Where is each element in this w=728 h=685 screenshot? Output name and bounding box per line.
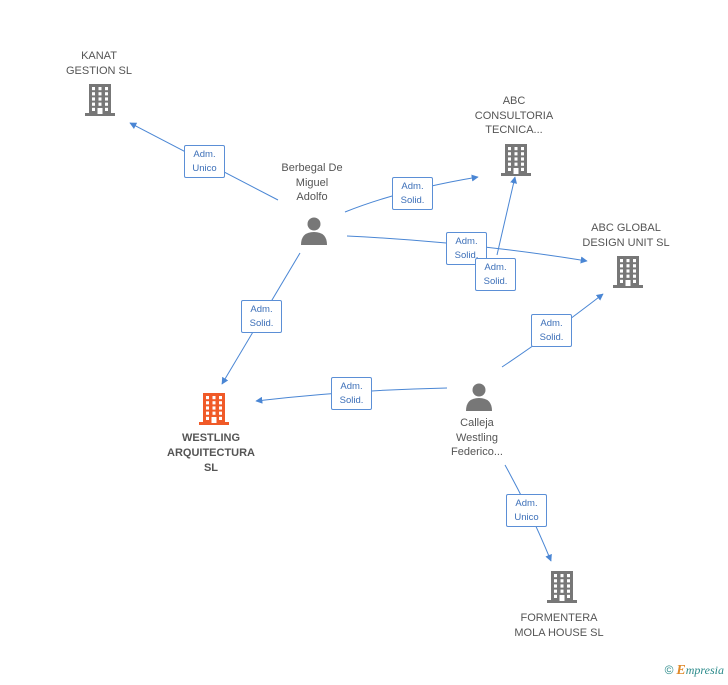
edge-label-line: Adm. (250, 304, 273, 315)
node-label-line: ABC (502, 95, 526, 107)
node-label-line: KANAT (81, 50, 117, 62)
node-label-line: ABC GLOBAL (591, 222, 661, 234)
edge-label-berbegal-to-abc_global[interactable]: Adm. Solid. (446, 232, 487, 265)
node-label-line: Calleja (460, 417, 494, 429)
node-label-line: Berbegal De (281, 162, 343, 174)
building-icon[interactable] (612, 255, 644, 294)
building-icon[interactable] (198, 392, 230, 431)
node-label-line: TECNICA... (485, 124, 543, 136)
brand-footer: ©Empresia (665, 663, 724, 679)
building-icon[interactable] (546, 570, 578, 609)
edge-label-calleja-to-abc_global[interactable]: Adm. Solid. (531, 314, 572, 347)
edge-label-line: Adm. (455, 236, 478, 247)
edge-label-berbegal-to-abc_consultoria[interactable]: Adm. Solid. (392, 177, 433, 210)
person-icon[interactable] (464, 382, 494, 417)
edge-label-line: Adm. (401, 181, 424, 192)
node-label-line: WESTLING (181, 432, 241, 444)
edge-label-calleja-to-formentera[interactable]: Adm. Unico (506, 494, 547, 527)
edge-label-calleja-to-abc_consultoria[interactable]: Adm. Solid. (475, 258, 516, 291)
node-label-line: Miguel (295, 176, 329, 189)
edge-label-line: Solid. (539, 332, 564, 343)
node-label-line: ARQUITECTURA (167, 447, 255, 459)
node-label-line: GESTION SL (65, 64, 133, 77)
edge-label-line: Solid. (339, 395, 364, 406)
edge-label-line: Unico (192, 163, 217, 174)
node-label-line: Federico... (451, 446, 503, 458)
node-label-line: Adolfo (296, 191, 328, 203)
building-icon[interactable] (500, 143, 532, 182)
edge-label-berbegal-to-kanat[interactable]: Adm. Unico (184, 145, 225, 178)
brand-initial: E (676, 663, 686, 678)
edge-label-line: Unico (514, 512, 539, 523)
edge-label-line: Adm. (484, 262, 507, 273)
edge-label-line: Adm. (340, 381, 363, 392)
building-icon[interactable] (84, 83, 116, 122)
node-label-formentera[interactable]: FORMENTERA MOLA HOUSE SL (499, 611, 619, 640)
person-icon[interactable] (299, 216, 329, 251)
node-label-line: MOLA HOUSE SL (514, 626, 604, 639)
edge-label-line: Solid. (454, 250, 479, 261)
edge-label-line: Adm. (193, 149, 216, 160)
edge-label-berbegal-to-westling[interactable]: Adm. Solid. (241, 300, 282, 333)
node-label-kanat[interactable]: KANAT GESTION SL (44, 49, 154, 78)
node-label-abc_global[interactable]: ABC GLOBAL DESIGN UNIT SL (566, 221, 686, 250)
edge-label-line: Adm. (540, 318, 563, 329)
edge-calleja-to-abc_consultoria (496, 176, 517, 256)
copyright-symbol: © (664, 663, 674, 677)
node-label-line: CONSULTORIA (474, 109, 554, 122)
edge-label-line: Solid. (249, 318, 274, 329)
edge-label-line: Solid. (400, 195, 425, 206)
edge-label-calleja-to-westling[interactable]: Adm. Solid. (331, 377, 372, 410)
node-label-line: FORMENTERA (520, 612, 598, 624)
edge-label-line: Adm. (515, 498, 538, 509)
node-label-westling[interactable]: WESTLING ARQUITECTURA SL (151, 431, 271, 476)
node-label-line: SL (203, 462, 219, 474)
node-label-line: DESIGN UNIT SL (582, 236, 670, 249)
brand-name: mpresia (685, 663, 724, 677)
edge-label-line: Solid. (483, 276, 508, 287)
node-label-line: Westling (456, 431, 498, 444)
node-label-abc_consultoria[interactable]: ABC CONSULTORIA TECNICA... (459, 94, 569, 138)
